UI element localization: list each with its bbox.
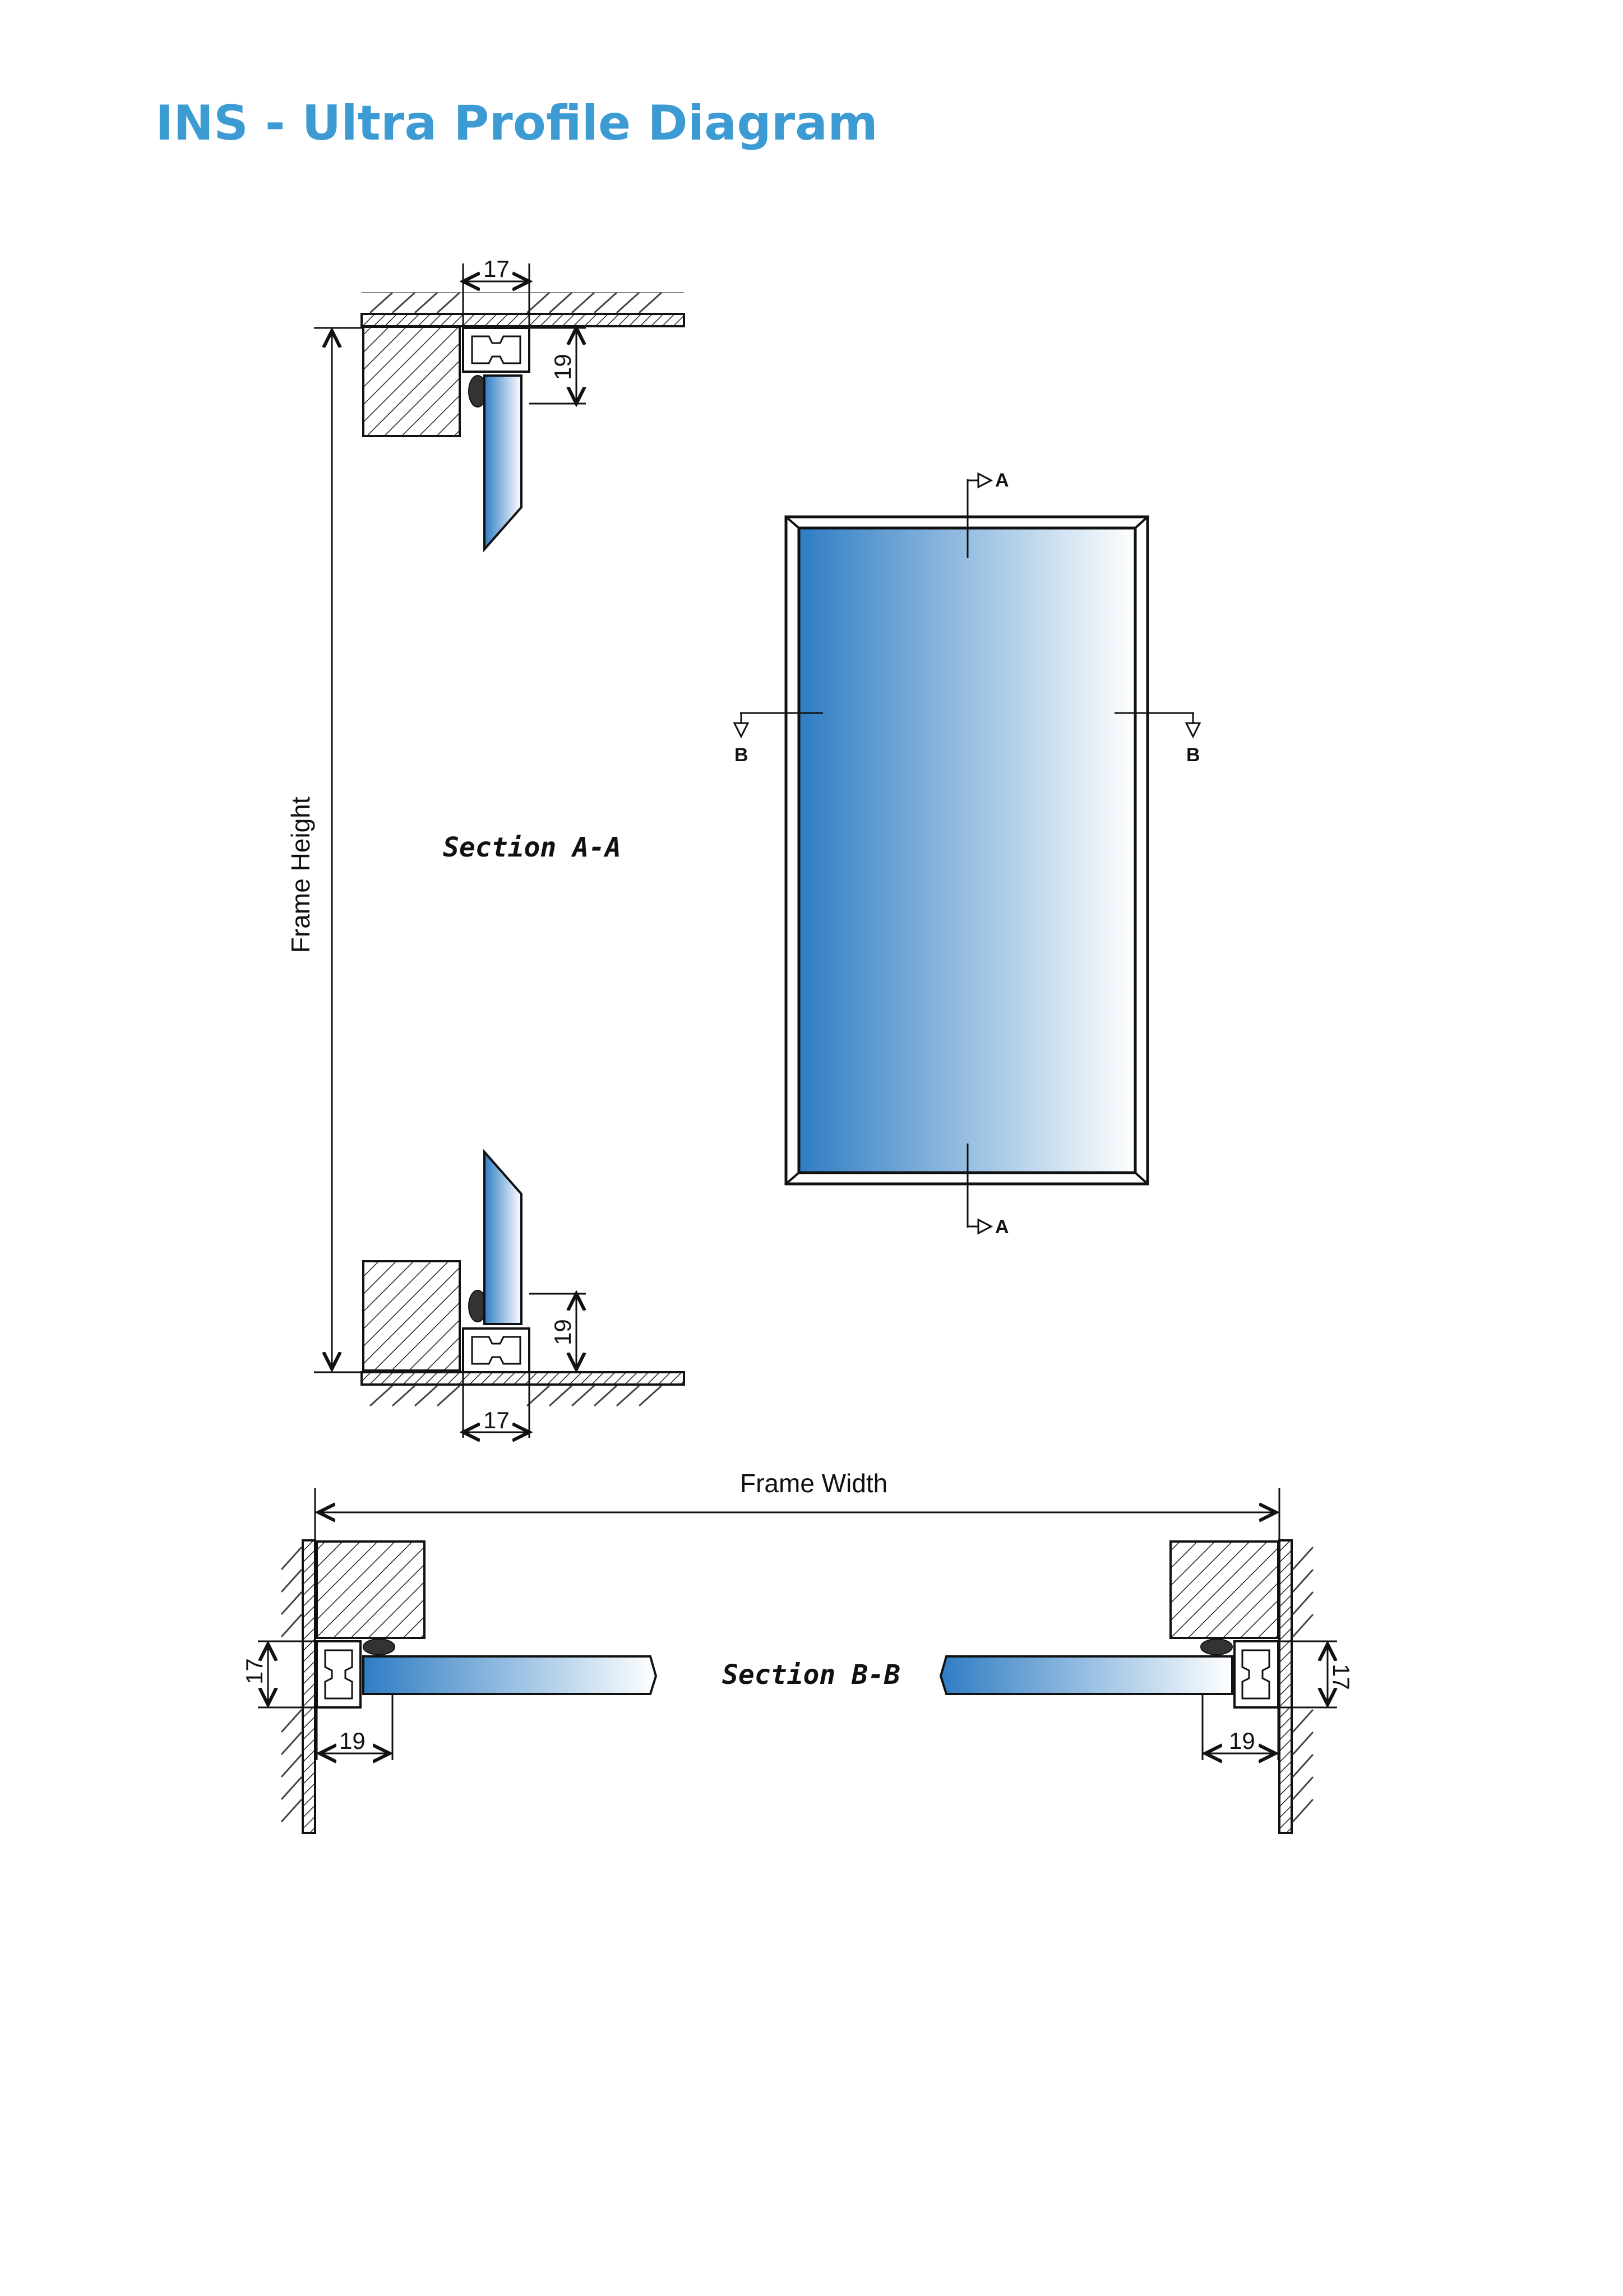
floor-slab [360,1371,685,1386]
section-b-left-detail: 17 19 [241,1539,658,1834]
gasket-left [363,1638,395,1655]
section-marker-a-bottom: A [967,1144,1009,1238]
section-marker-a-top: A [967,470,1009,558]
top-height-dim: 19 [549,354,576,380]
frame-width-label: Frame Width [740,1469,887,1498]
bottom-width-dim: 17 [483,1407,510,1433]
left-height-dim: 17 [241,1658,267,1684]
left-width-dim: 19 [339,1728,366,1754]
marker-b-left-label: B [734,744,748,766]
glass-pane-bottom [483,1149,522,1325]
marker-b-right-label: B [1186,744,1200,766]
gasket-right [1200,1638,1233,1655]
section-b-right-detail: 17 19 [939,1539,1354,1834]
right-height-dim: 17 [1328,1664,1354,1690]
glass-pane-top [483,374,522,553]
section-a-top-detail: 17 19 [360,256,685,553]
timber-block-left [316,1540,426,1639]
elevation-view: A A B B [733,470,1201,1238]
timber-block-bottom [362,1260,461,1372]
frame-height-label: Frame Height [286,797,315,953]
section-a-bottom-detail: 19 17 [360,1149,685,1438]
bottom-height-dim: 19 [549,1319,576,1345]
section-a-label: Section A-A [443,832,621,863]
timber-block-top [362,326,461,437]
glass-pane-left [362,1655,658,1695]
marker-a-top-label: A [995,470,1009,491]
right-wall [1278,1539,1293,1834]
section-marker-b-left: B [733,712,823,766]
left-wall [302,1539,316,1834]
timber-block-right [1169,1540,1279,1639]
marker-a-bottom-label: A [995,1216,1009,1238]
elevation-glass [797,526,1137,1174]
glass-pane-right [939,1655,1233,1695]
ceiling-slab [360,313,685,327]
right-width-dim: 19 [1229,1728,1255,1754]
section-b-label: Section B-B [722,1659,900,1691]
page-title: INS - Ultra Profile Diagram [155,95,878,151]
frame-width-dimension: Frame Width [314,1469,1280,1547]
section-marker-b-right: B [1115,712,1201,766]
frame-height-dimension: Frame Height [286,327,363,1373]
top-width-dim: 17 [483,256,510,282]
